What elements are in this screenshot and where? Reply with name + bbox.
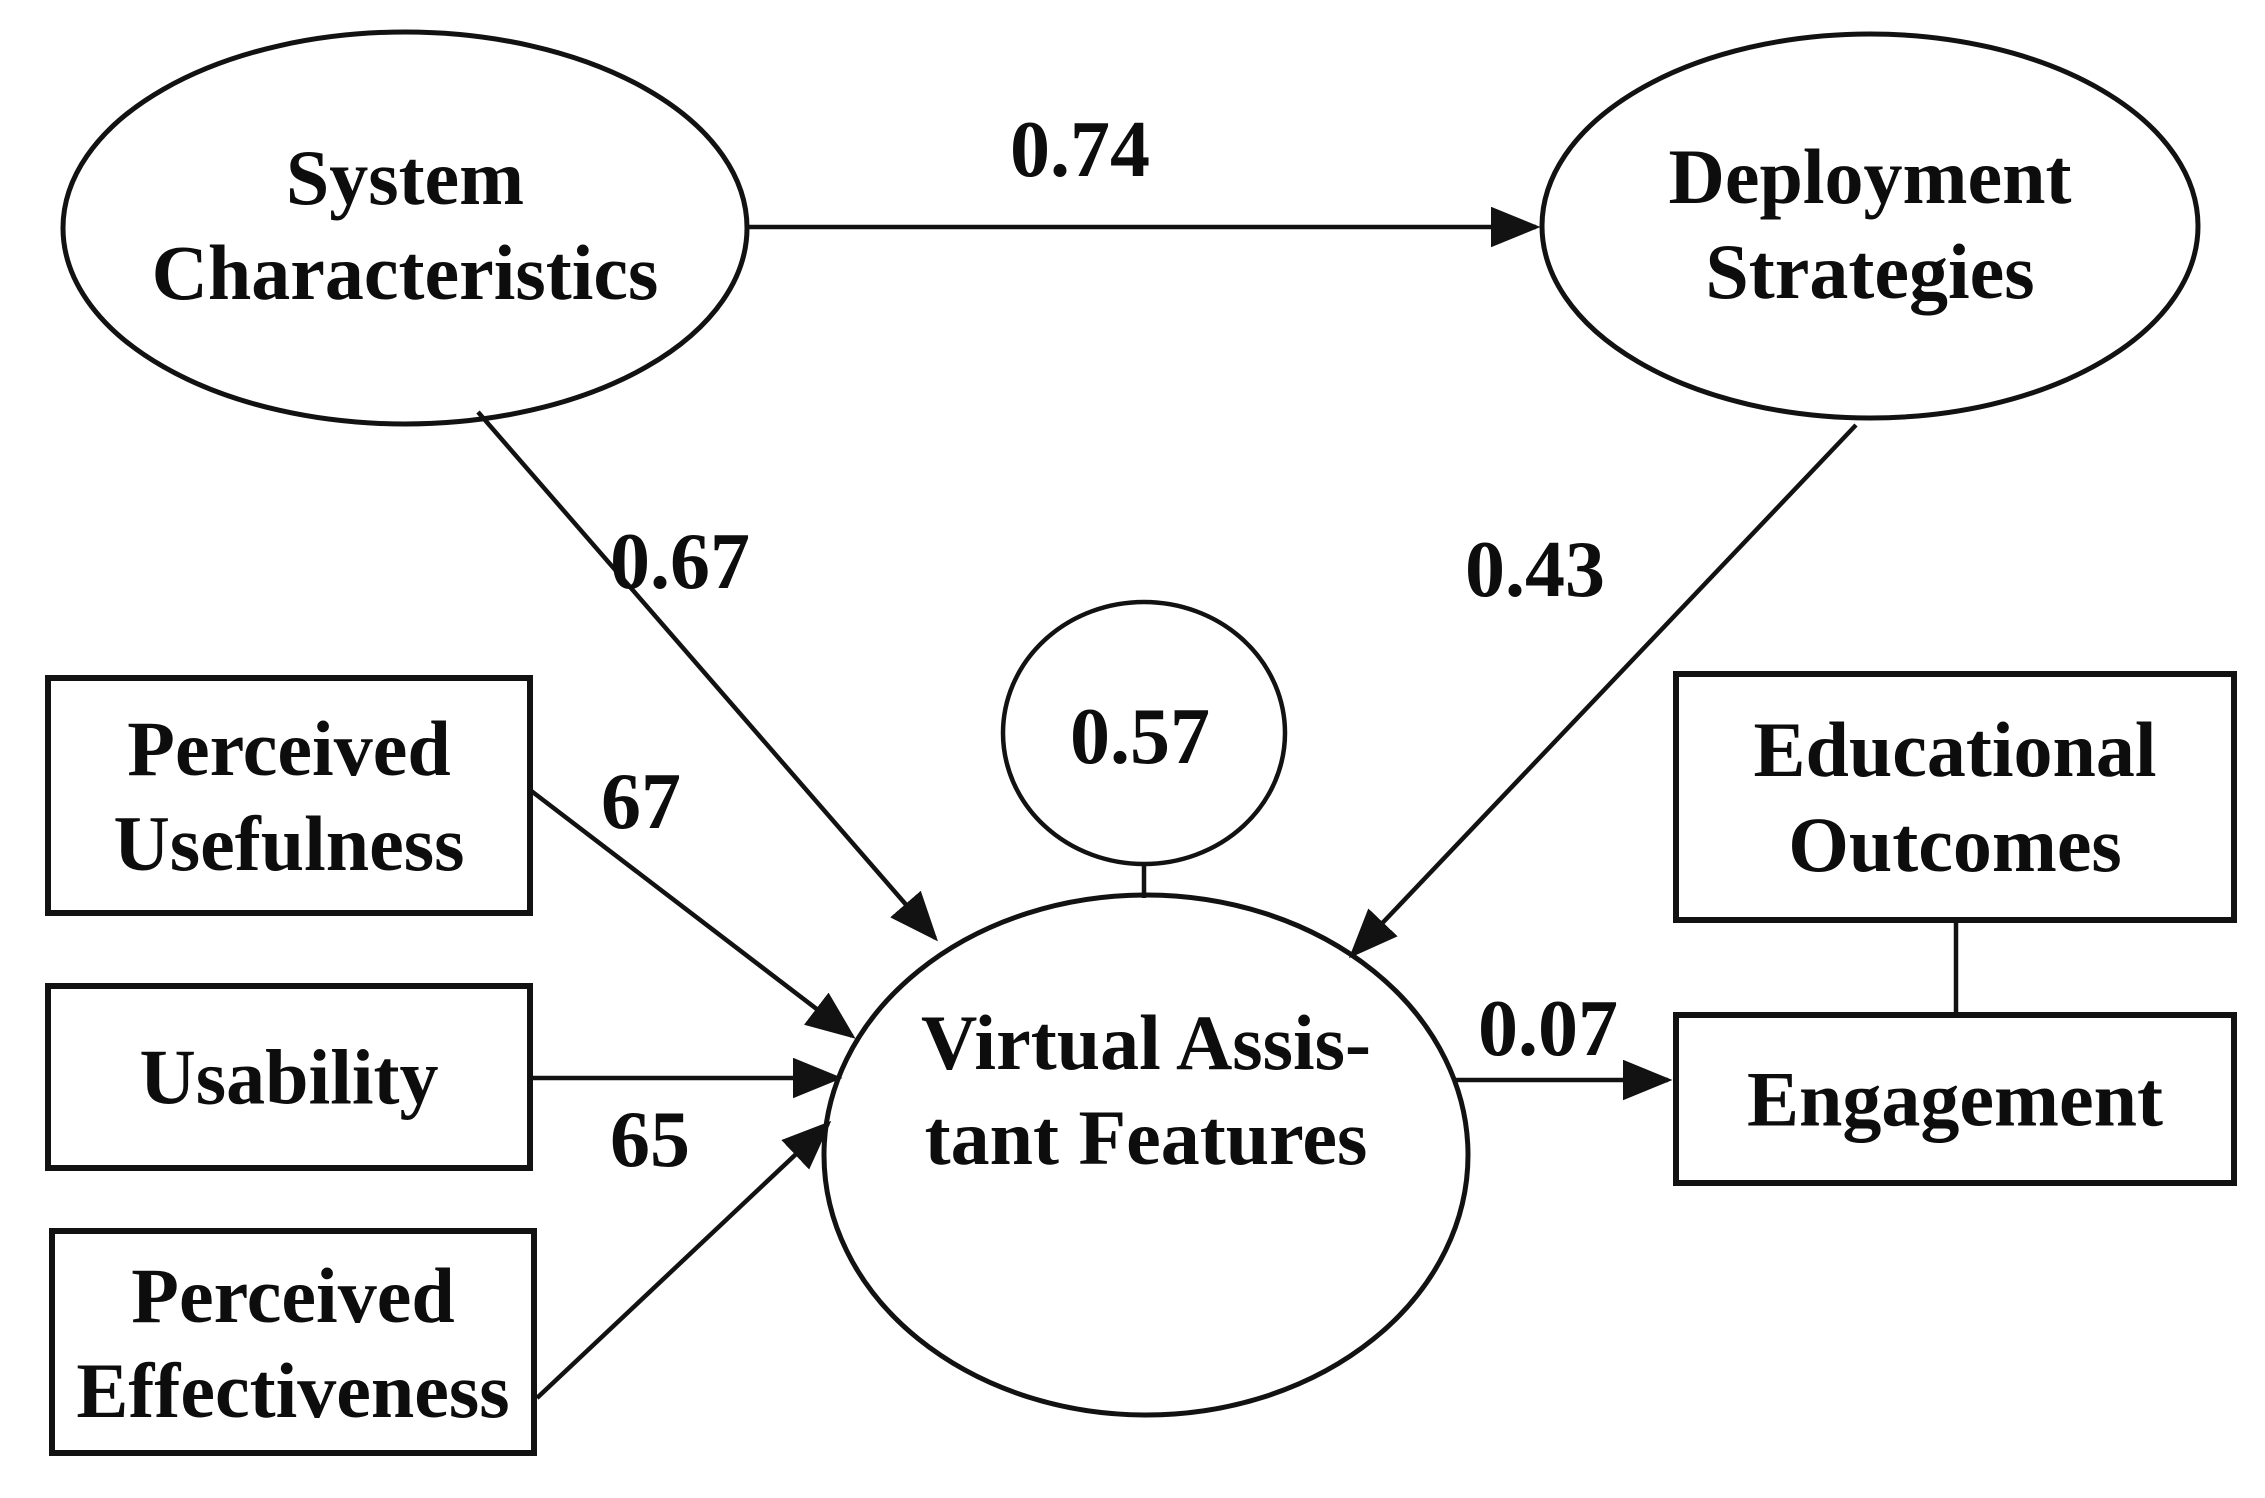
coefficient-pe-vaf: 65: [610, 1096, 690, 1184]
label-line: Perceived: [131, 1251, 455, 1339]
arrow-pu-to-vaf: [528, 788, 856, 1039]
label-virtual-assistant-features: Virtual Assis- tant Features: [921, 995, 1371, 1185]
arrow-ds-to-vaf: [1348, 423, 1858, 959]
ellipse-deployment-strategies: [1539, 31, 2201, 421]
box-perceived-usefulness: [45, 675, 533, 916]
label-deployment-strategies: Deployment Strategies: [1669, 129, 2072, 319]
label-educational-outcomes: Educational Outcomes: [1753, 702, 2156, 892]
arrow-pe-to-vaf: [535, 1120, 832, 1400]
label-line: Usefulness: [113, 800, 465, 887]
coefficient-ds-vaf: 0.43: [1465, 526, 1605, 614]
coefficient-vaf-engagement: 0.07: [1478, 985, 1618, 1073]
arrow-sc-to-vaf: [476, 410, 938, 942]
coefficient-sc-ds: 0.74: [1010, 106, 1150, 194]
label-error-term: 0.57: [1070, 693, 1210, 781]
label-line: Deployment: [1668, 132, 2072, 220]
coefficient-pu-vaf: 67: [601, 758, 681, 846]
box-perceived-effectiveness: [49, 1228, 537, 1456]
label-line: System: [285, 133, 525, 221]
label-line: tant Features: [924, 1094, 1368, 1181]
label-line: Outcomes: [1788, 801, 2122, 888]
label-line: Strategies: [1705, 228, 2035, 315]
coefficient-sc-vaf: 0.67: [610, 518, 750, 606]
label-usability: Usability: [139, 1033, 439, 1121]
label-line: Virtual Assis-: [921, 998, 1371, 1086]
label-perceived-effectiveness: Perceived Effectiveness: [76, 1248, 509, 1438]
label-perceived-usefulness: Perceived Usefulness: [113, 701, 464, 891]
label-system-characteristics: System Characteristics: [152, 130, 659, 320]
label-line: Effectiveness: [76, 1347, 510, 1434]
label-line: Characteristics: [151, 229, 659, 316]
label-line: Educational: [1753, 705, 2157, 793]
label-line: Perceived: [127, 704, 451, 792]
label-engagement: Engagement: [1747, 1055, 2163, 1143]
